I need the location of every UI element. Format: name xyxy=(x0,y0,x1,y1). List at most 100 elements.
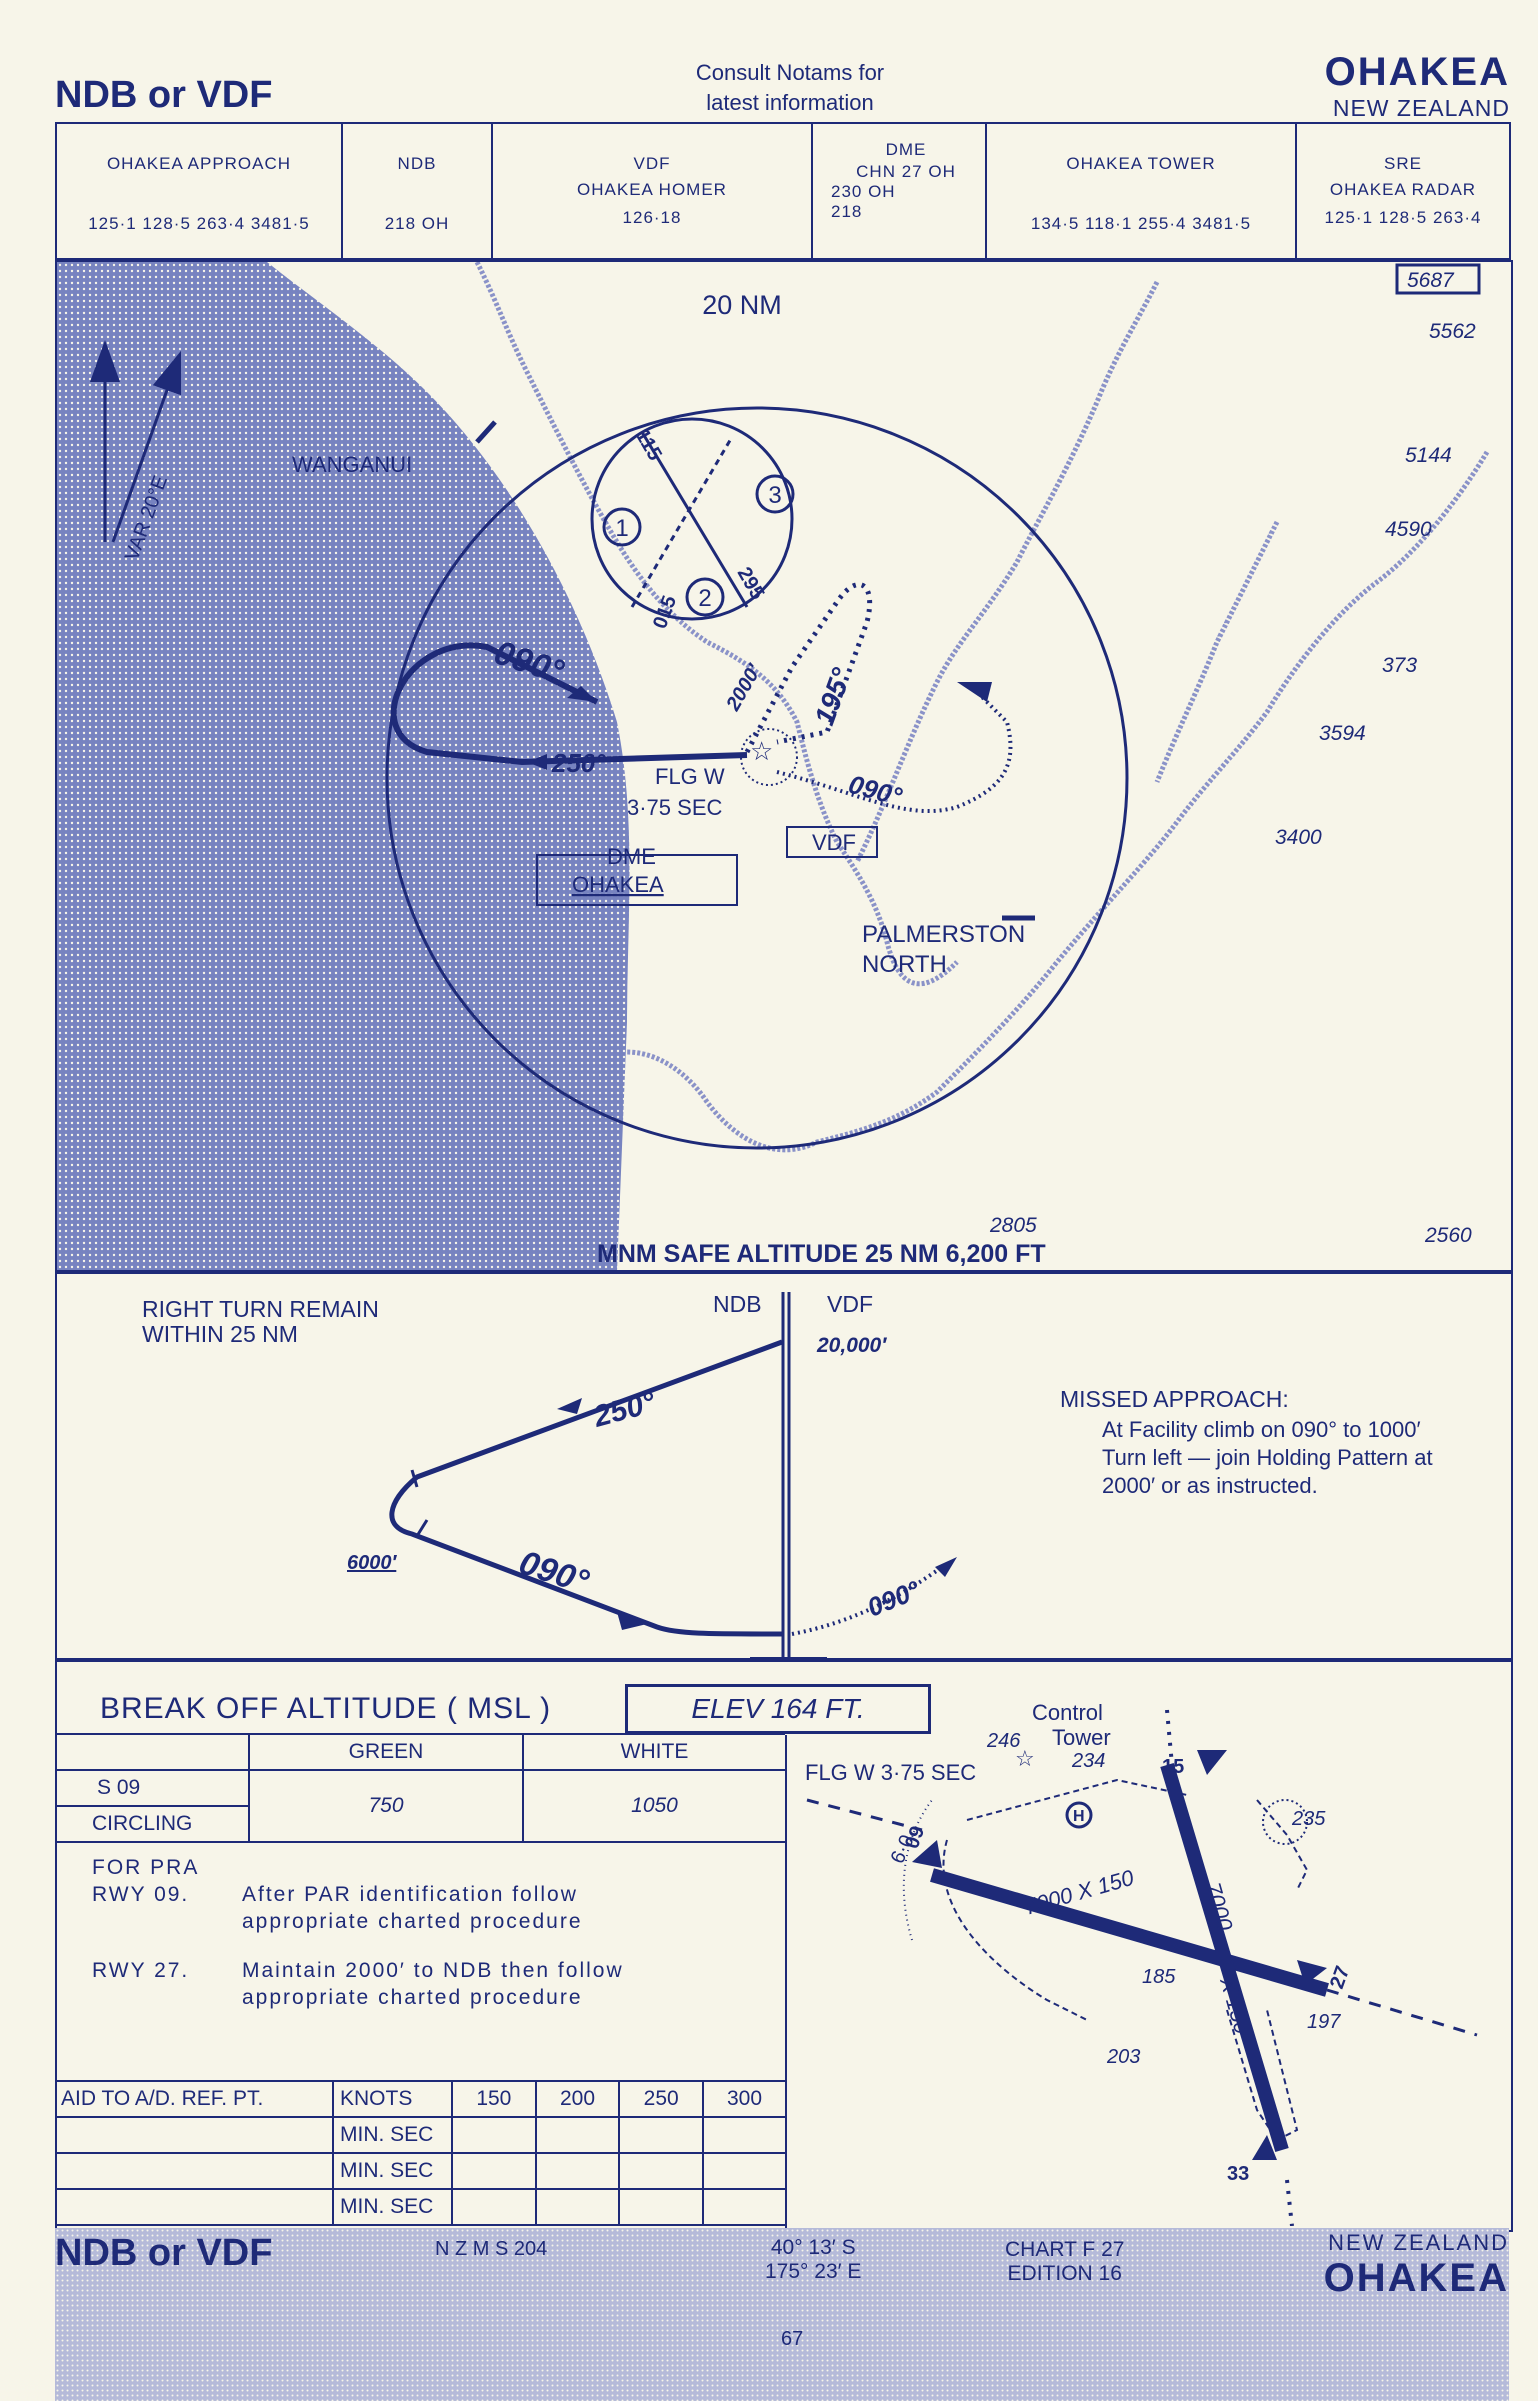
missed-approach-line-2: Turn left — join Holding Pattern at xyxy=(1102,1445,1433,1470)
rwy-text-line: appropriate charted procedure xyxy=(242,1910,583,1933)
freq-value-2: 218 xyxy=(831,202,863,221)
runway-cross-label-2: X 150 xyxy=(1215,1974,1255,2038)
range-ring-label: 20 NM xyxy=(702,290,782,320)
freq-dme: DME CHN 27 OH 230 OH 218 xyxy=(811,122,987,260)
elevation: 373 xyxy=(1382,654,1417,677)
plan-view: 20 NM VAR 20°E 1 2 3 115 295 015 090° 25… xyxy=(55,260,1513,1274)
elevation: 5144 xyxy=(1405,444,1452,467)
freq-label: OHAKEA TOWER xyxy=(1066,154,1216,173)
turn-note-2: WITHIN 25 NM xyxy=(142,1321,298,1347)
elevation-234: 234 xyxy=(1071,1750,1105,1772)
freq-label: NDB xyxy=(397,154,437,173)
rwy-text-line: appropriate charted procedure xyxy=(242,1986,583,2009)
river xyxy=(474,262,959,987)
elevation: 2805 xyxy=(989,1214,1037,1237)
taxiway xyxy=(942,1778,1309,2142)
procedure-title: NDB or VDF xyxy=(55,74,273,116)
missed-approach-title: MISSED APPROACH: xyxy=(1060,1386,1289,1412)
sector-bearing: 015 xyxy=(649,593,681,632)
freq-value: 230 OH xyxy=(831,182,896,201)
profile-track xyxy=(389,1339,783,1637)
freq-ndb: NDB 218 OH xyxy=(341,122,493,260)
elevation-197: 197 xyxy=(1307,2011,1341,2033)
ndb-symbol xyxy=(740,728,798,786)
timing-unit: MIN. SEC xyxy=(332,2188,453,2226)
timing-row: MIN. SEC xyxy=(55,2188,785,2226)
timing-row: MIN. SEC xyxy=(55,2152,785,2190)
heading-195: 195° xyxy=(809,663,858,729)
dme-label: DME xyxy=(607,844,656,869)
runway-number: 15 xyxy=(1162,1756,1184,1778)
profile-diagram: RIGHT TURN REMAIN WITHIN 25 NM NDB VDF 2… xyxy=(142,1291,1433,1663)
empty-cell xyxy=(56,1733,250,1771)
sea-area xyxy=(57,262,630,1272)
freq-sub: OHAKEA RADAR xyxy=(1329,180,1477,199)
col-white: WHITE xyxy=(522,1733,785,1771)
freq-value: 134·5 118·1 255·4 3481·5 xyxy=(1030,214,1252,233)
profile-heading-090-ma: 090° xyxy=(863,1574,925,1622)
footer-edition: EDITION 16 xyxy=(1007,2262,1122,2285)
footer-airport: NEW ZEALAND OHAKEA xyxy=(1324,2230,1509,2301)
rwy-label: RWY 09. xyxy=(92,1883,190,1906)
msa-label: MNM SAFE ALTITUDE 25 NM 6,200 FT xyxy=(597,1240,1046,1268)
footer-procedure: NDB or VDF xyxy=(55,2232,273,2274)
rwy-label: RWY 27. xyxy=(92,1959,190,1982)
freq-label: VDF xyxy=(633,154,671,173)
extended-centreline xyxy=(1165,1709,1294,2226)
freq-value: 218 OH xyxy=(384,214,450,233)
elevation: 2560 xyxy=(1424,1224,1472,1247)
airport-name: OHAKEA xyxy=(1324,50,1510,94)
section-divider xyxy=(785,1735,787,2228)
heading-250: 250° xyxy=(551,748,606,778)
timing-head: AID TO A/D. REF. PT. xyxy=(55,2080,334,2118)
elevation-185: 185 xyxy=(1142,1966,1176,1988)
rwy-text: Maintain 2000′ to NDB then follow approp… xyxy=(242,1957,624,2011)
elevation: 5562 xyxy=(1429,320,1476,343)
sector-bearing: 295 xyxy=(733,564,769,604)
sector-3: 3 xyxy=(768,482,781,509)
approach-arc xyxy=(902,1799,933,1941)
elevation: 5687 xyxy=(1407,269,1455,292)
dme-ohakea: OHAKEA xyxy=(572,872,664,897)
ndb-label: NDB xyxy=(713,1291,762,1317)
flg-label: FLG W 3·75 SEC xyxy=(805,1760,976,1785)
row-label: CIRCLING xyxy=(55,1805,250,1843)
freq-value: 126·18 xyxy=(622,208,682,227)
freq-sub: CHN 27 OH xyxy=(856,162,956,181)
elevation-235: 235 xyxy=(1291,1808,1326,1830)
elevation: 4590 xyxy=(1385,518,1432,541)
col-green: GREEN xyxy=(248,1733,524,1771)
footer-lat: 40° 13′ S xyxy=(770,2236,856,2259)
altitude-top: 20,000′ xyxy=(816,1334,887,1357)
runway-number: 33 xyxy=(1227,2163,1249,2185)
footer-chart-no: CHART F 27 xyxy=(1005,2238,1125,2261)
freq-value: 125·1 128·5 263·4 3481·5 xyxy=(88,214,310,233)
timing-head: 300 xyxy=(702,2080,785,2118)
pra-rwy27: RWY 27. Maintain 2000′ to NDB then follo… xyxy=(92,1957,624,2011)
freq-vdf: VDF OHAKEA HOMER 126·18 xyxy=(491,122,813,260)
country-name: NEW ZEALAND xyxy=(1332,95,1510,121)
sector-1: 1 xyxy=(615,515,628,542)
flg-label-1: FLG W xyxy=(655,764,725,789)
obstacle-symbol xyxy=(1262,1799,1308,1845)
page-number: 67 xyxy=(781,2328,804,2350)
vdf-label: VDF xyxy=(812,830,856,855)
heliport-h: H xyxy=(1073,1808,1085,1825)
white-value: 1050 xyxy=(522,1769,785,1843)
range-ring-20nm xyxy=(385,406,1129,1150)
river xyxy=(854,280,1160,864)
runway-09-27 xyxy=(930,1868,1329,1997)
sector-2: 2 xyxy=(698,585,711,612)
footer: NDB or VDF N Z M S 204 40° 13′ S 175° 23… xyxy=(55,2228,1509,2401)
freq-sre: SRE OHAKEA RADAR 125·1 128·5 263·4 xyxy=(1295,122,1511,260)
sector-inset xyxy=(590,417,794,621)
green-value: 750 xyxy=(248,1769,524,1843)
procedure-track xyxy=(390,642,748,766)
frequency-table: OHAKEA APPROACH 125·1 128·5 263·4 3481·5… xyxy=(55,122,1511,260)
sector-bearing: 115 xyxy=(631,426,666,465)
pra-rwy09: RWY 09. After PAR identification follow … xyxy=(92,1881,624,1935)
break-off-table: GREEN WHITE S 09 750 1050 CIRCLING xyxy=(55,1733,785,1843)
timing-head: 150 xyxy=(451,2080,537,2118)
heliport-symbol xyxy=(1065,1801,1093,1829)
footer-country: NEW ZEALAND xyxy=(1328,2230,1509,2255)
